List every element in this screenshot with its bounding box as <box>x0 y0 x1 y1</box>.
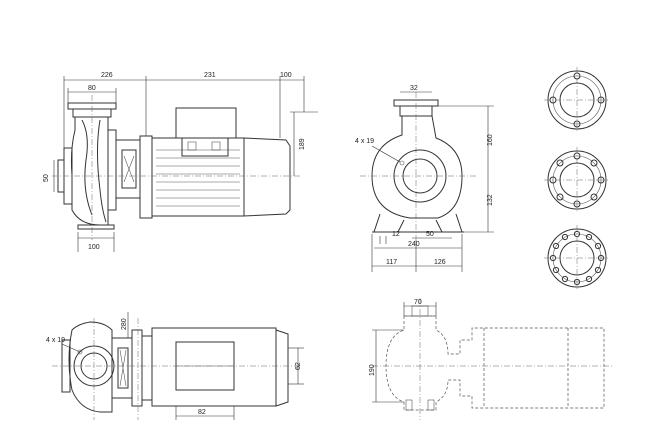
flange-12-hole <box>544 225 610 291</box>
flange-4-hole <box>544 67 610 133</box>
dim-126: 126 <box>434 259 446 266</box>
dim-240: 240 <box>408 241 420 248</box>
dim-100-bottom: 100 <box>88 244 100 251</box>
flange-views <box>544 67 610 291</box>
dim-82: 82 <box>198 409 206 416</box>
dim-189: 189 <box>299 138 306 150</box>
top-view: 280 4 x 19 62 82 <box>46 312 304 420</box>
end-view: 32 4 x 19 160 132 12 50 240 117 126 <box>355 85 494 272</box>
dim-50: 50 <box>43 174 50 182</box>
dim-100-top: 100 <box>280 72 292 79</box>
dim-80: 80 <box>88 85 96 92</box>
dim-132: 132 <box>487 194 494 206</box>
dim-226: 226 <box>101 72 113 79</box>
dim-190: 190 <box>369 364 376 376</box>
front-view: 226 231 100 80 189 50 100 <box>43 72 318 252</box>
label-4x19-end: 4 x 19 <box>355 138 374 145</box>
dim-117: 117 <box>386 259 397 266</box>
flange-8-hole <box>544 147 610 213</box>
dim-280: 280 <box>121 318 128 330</box>
dim-62: 62 <box>295 362 302 370</box>
label-4x19-top: 4 x 19 <box>46 337 65 344</box>
dim-50-end: 50 <box>426 231 434 238</box>
dim-160: 160 <box>487 134 494 146</box>
dim-70: 70 <box>414 299 422 306</box>
outline-view: 70 190 <box>369 298 612 420</box>
dim-12: 12 <box>392 231 400 238</box>
dim-231: 231 <box>204 72 216 79</box>
dim-32: 32 <box>410 85 418 92</box>
